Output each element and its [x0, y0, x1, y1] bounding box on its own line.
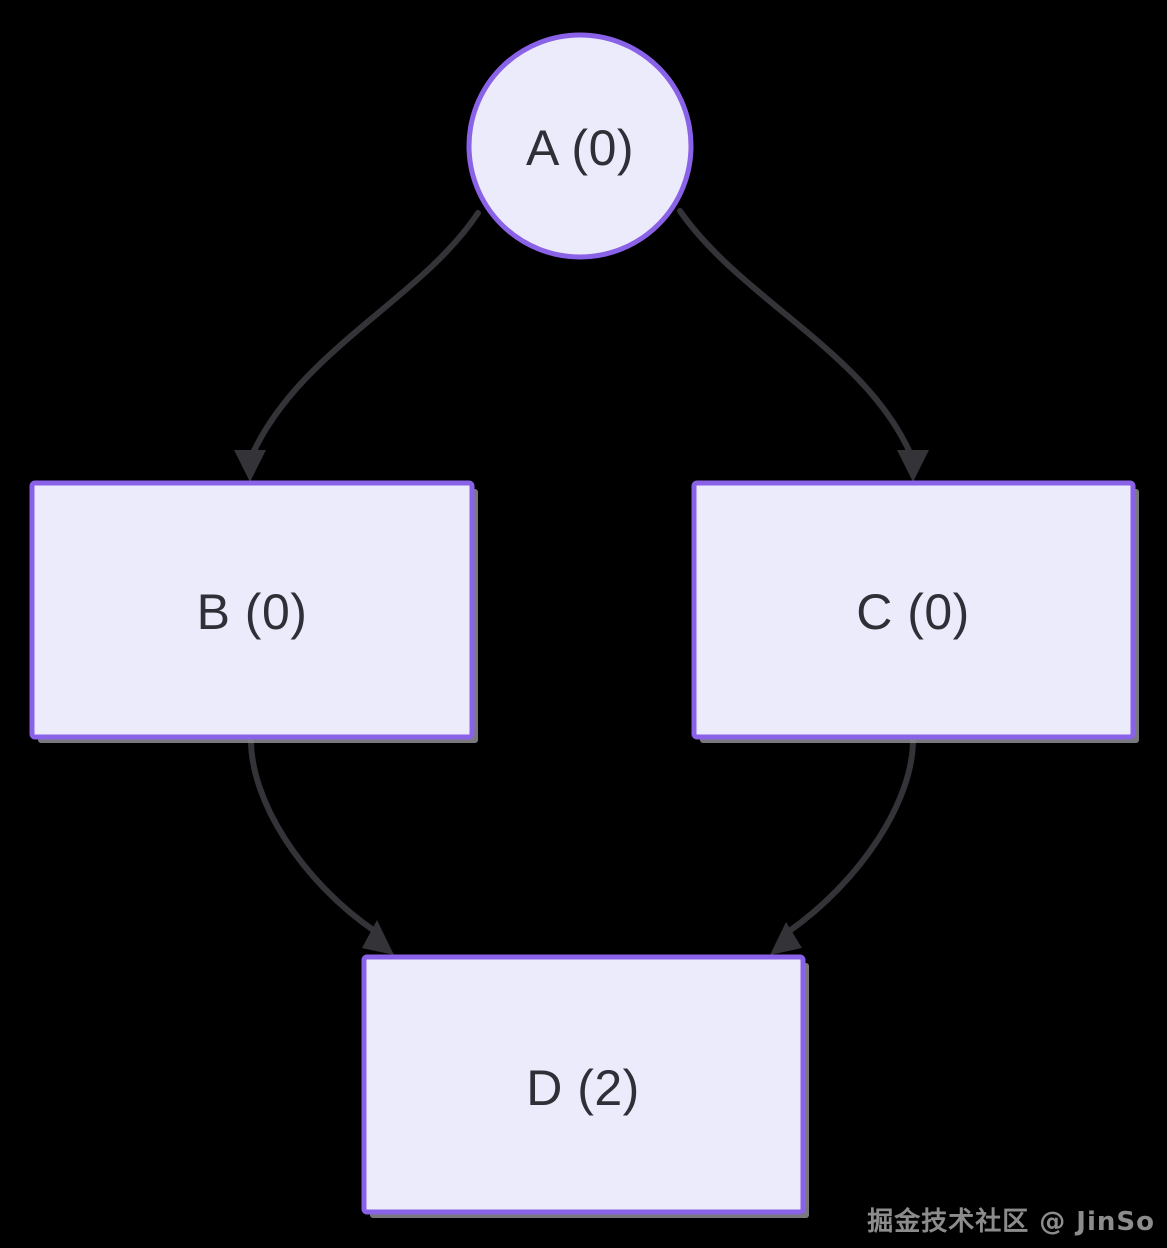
node-c-shape: [691, 480, 1136, 740]
node-d[interactable]: D (2): [361, 954, 809, 1218]
node-b-label: B (0): [197, 584, 308, 640]
node-a-label: A (0): [526, 120, 634, 176]
edge-c-to-d-arrowhead: [770, 922, 802, 955]
edge-b-to-d-arrowhead: [362, 920, 394, 955]
node-c[interactable]: C (0): [691, 480, 1139, 743]
edge-a-to-c-path: [677, 208, 914, 458]
edge-b-to-d-path: [248, 737, 379, 935]
node-a[interactable]: A (0): [466, 32, 694, 260]
edge-a-to-b-path: [249, 210, 481, 458]
node-a-shape: [466, 32, 694, 260]
edge-a-to-b-arrowhead: [234, 450, 266, 482]
edge-c-to-d[interactable]: [770, 737, 916, 955]
edge-a-to-c[interactable]: [677, 208, 929, 482]
edge-b-to-d[interactable]: [248, 737, 394, 955]
edge-c-to-d-path: [785, 737, 916, 935]
node-d-shape: [361, 954, 806, 1215]
node-b[interactable]: B (0): [29, 480, 478, 743]
edge-a-to-b[interactable]: [234, 210, 481, 482]
node-c-label: C (0): [856, 584, 970, 640]
edge-a-to-c-arrowhead: [897, 450, 929, 482]
node-d-label: D (2): [526, 1060, 640, 1116]
node-b-shape: [29, 480, 475, 740]
